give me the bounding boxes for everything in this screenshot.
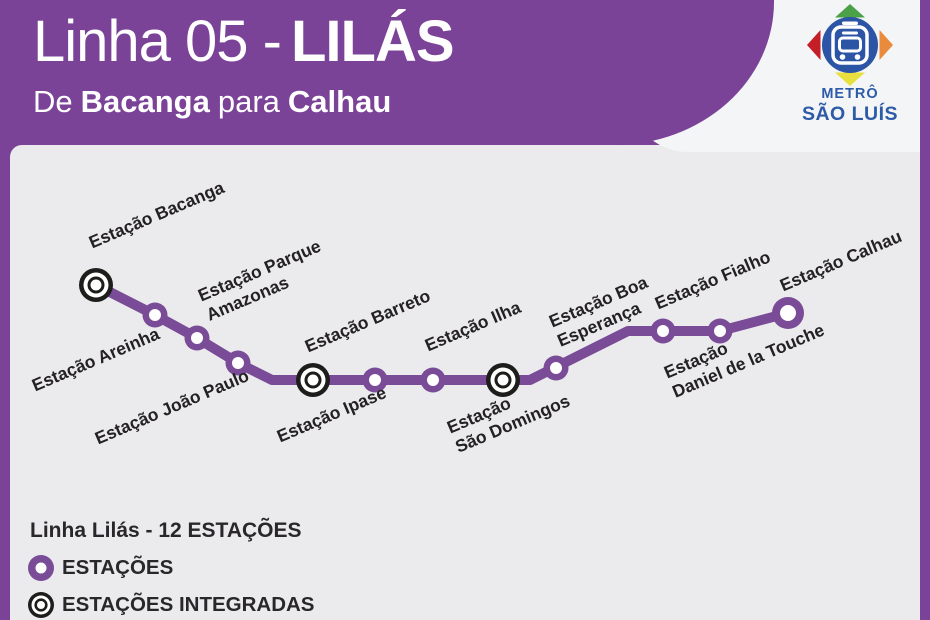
station-sao-domingos [486, 363, 520, 397]
logo-brand-line1: METRÔ [821, 86, 879, 102]
metro-line-path [91, 280, 793, 385]
origin-station: Bacanga [80, 84, 210, 119]
logo-brand-line2: SÃO LUÍS [801, 103, 899, 125]
line-number: Linha 05 - [33, 9, 282, 74]
station-joao-paulo [225, 350, 251, 376]
legend-label-stations: ESTAÇÕES [62, 556, 174, 579]
station-boa-esperanca [543, 355, 569, 381]
legend-label-integrated-stations: ESTAÇÕES INTEGRADAS [62, 593, 315, 616]
station-barreto [296, 363, 330, 397]
line-name: LILÁS [290, 9, 455, 74]
station-areinha [142, 302, 168, 328]
station-bacanga [79, 268, 113, 302]
compass-left-triangle-icon [807, 30, 821, 60]
page-title: Linha 05 -LILÁS [33, 8, 455, 75]
station-ilha [420, 367, 446, 393]
station-fialho [650, 318, 676, 344]
legend-title: Linha Lilás - 12 ESTAÇÕES [30, 519, 302, 542]
train-icon [831, 21, 869, 65]
station-ipase [362, 367, 388, 393]
compass-up-triangle-icon [835, 4, 865, 18]
compass-right-triangle-icon [879, 30, 893, 60]
station-daniel-de-la-touche [707, 318, 733, 344]
integrated-station-marker-icon [28, 592, 54, 618]
destination-station: Calhau [287, 84, 392, 119]
compass-down-triangle-icon [835, 72, 865, 86]
metro-sao-luis-logo [807, 4, 893, 86]
station-marker-icon [28, 555, 54, 581]
station-parque-amazonas [184, 325, 210, 351]
station-calhau [772, 297, 804, 329]
